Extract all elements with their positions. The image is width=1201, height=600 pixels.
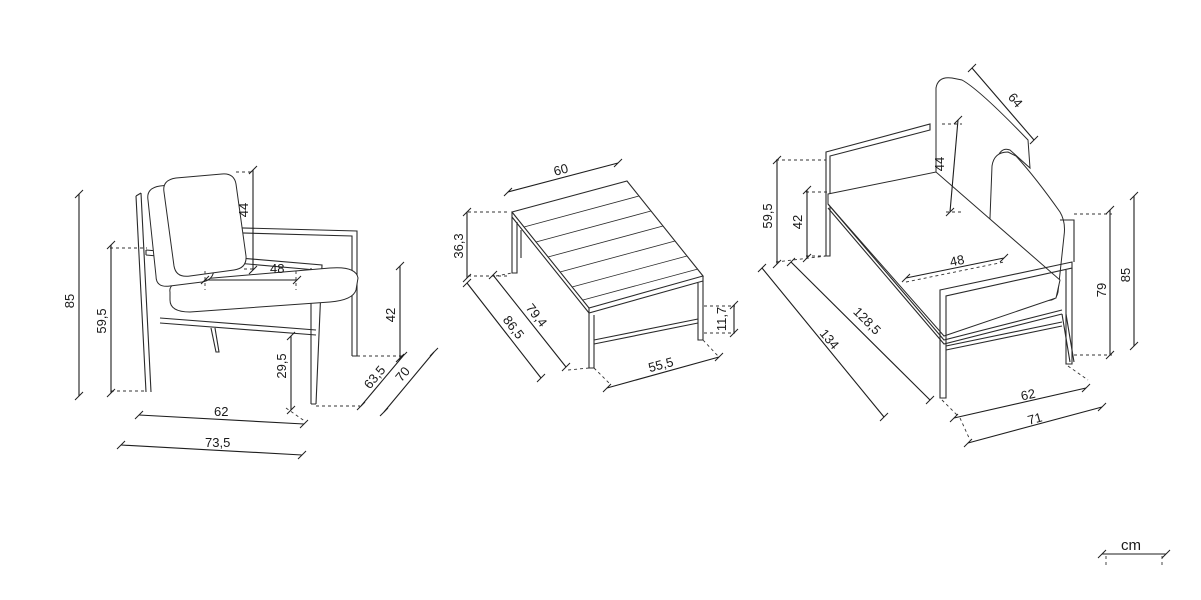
- table-inner-width-label: 55,5: [647, 354, 675, 375]
- sofa-height-total-label: 85: [1118, 268, 1133, 282]
- armchair-outer-width-label: 73,5: [205, 435, 230, 450]
- sofa-base-frame: [827, 203, 1063, 345]
- armchair: 85 59,5 44 48 42 29,5 62 73,5 63,5 70: [62, 165, 439, 460]
- sofa-arm-height-label: 79: [1094, 283, 1109, 297]
- sofa-seat-back-height-label: 59,5: [760, 203, 775, 228]
- armchair-back-frame: [135, 192, 152, 393]
- table-outer-length-label: 86,5: [500, 313, 527, 342]
- unit-legend: cm: [1097, 537, 1171, 566]
- table-apron-label: 11,7: [714, 307, 729, 331]
- sofa-right-arm: [939, 261, 1073, 399]
- armchair-backrest-height-label: 44: [236, 203, 251, 217]
- table-slats: [523, 195, 699, 301]
- table-legs: [511, 217, 704, 369]
- armchair-back-cushion-front: [163, 173, 247, 277]
- armchair-seat-back-height-label: 59,5: [94, 308, 109, 333]
- sofa-seat-depth-label: 48: [948, 252, 965, 270]
- armchair-inner-depth-label: 63,5: [361, 363, 389, 392]
- sofa: 64 44 59,5 42 48 128,5 134 79 85 62 71: [757, 63, 1139, 448]
- armchair-rear-leg: [210, 327, 220, 353]
- armchair-dimensions: [74, 165, 439, 460]
- armchair-inner-width-label: 62: [214, 404, 228, 419]
- sofa-outer-width-label: 71: [1026, 410, 1044, 428]
- table-lower-rail: [593, 318, 699, 345]
- armchair-seat-depth-label: 48: [270, 261, 284, 276]
- sofa-dimensions: [757, 63, 1139, 448]
- table-dimensions: [462, 158, 739, 393]
- armchair-seat-rail: [159, 317, 317, 336]
- sofa-outer-length-label: 134: [817, 326, 842, 352]
- armchair-arm-height-label: 42: [383, 308, 398, 322]
- sofa-inner-width-label: 62: [1019, 386, 1036, 404]
- armchair-seat-height-label: 29,5: [274, 353, 289, 378]
- sofa-inner-length-label: 128,5: [850, 304, 884, 338]
- coffee-table: 60 36,3 79,4 86,5 55,5 11,7: [451, 158, 739, 393]
- table-height-label: 36,3: [451, 233, 466, 258]
- table-inner-length-label: 79,4: [523, 301, 550, 330]
- armchair-height-total-label: 85: [62, 294, 77, 308]
- sofa-arm-height-left-label: 42: [790, 215, 805, 229]
- unit-label: cm: [1121, 537, 1141, 554]
- table-width-label: 60: [552, 161, 570, 179]
- sofa-back-depth-label: 64: [1005, 90, 1026, 111]
- sofa-backrest-height-label: 44: [932, 157, 947, 171]
